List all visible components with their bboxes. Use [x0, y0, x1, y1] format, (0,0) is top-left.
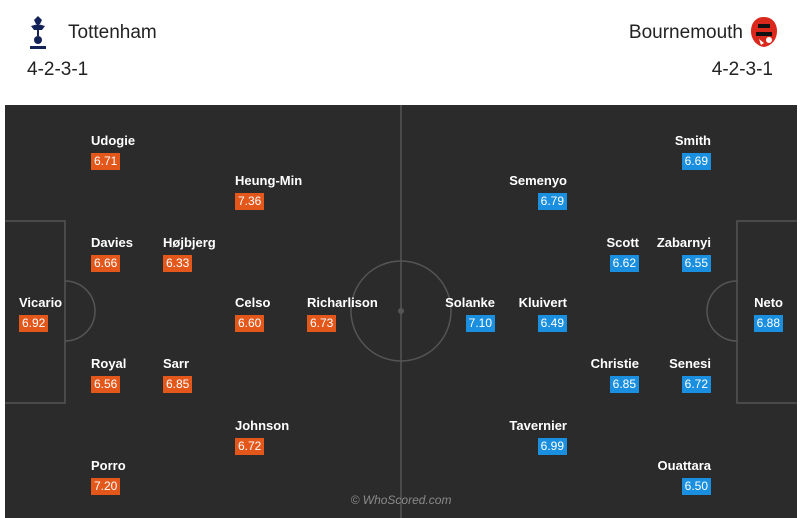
player-solanke[interactable]: Solanke 7.10: [415, 295, 495, 337]
player-rating-badge: 7.36: [235, 193, 265, 210]
player-royal[interactable]: Royal 6.56: [91, 356, 171, 398]
pitch-markings: [5, 105, 797, 518]
player-rating-badge: 6.99: [537, 438, 567, 455]
away-team-name: Bournemouth: [628, 22, 743, 43]
player-rating-badge: 6.73: [307, 315, 337, 332]
player-davies[interactable]: Davies 6.66: [91, 235, 171, 277]
player-porro[interactable]: Porro 7.20: [91, 458, 171, 500]
player-name: Udogie: [91, 133, 136, 148]
player-neto[interactable]: Neto 6.88: [703, 295, 783, 337]
player-smith[interactable]: Smith 6.69: [631, 133, 711, 175]
player-name: Richarlison: [307, 295, 378, 310]
player-name: Højbjerg: [163, 235, 216, 250]
player-heung-min[interactable]: Heung-Min 7.36: [235, 173, 315, 215]
player-name: Solanke: [445, 295, 495, 310]
player-rating-badge: 6.33: [163, 255, 193, 272]
player-rating-badge: 6.55: [681, 255, 711, 272]
player-semenyo[interactable]: Semenyo 6.79: [487, 173, 567, 215]
player-name: Christie: [590, 356, 639, 371]
player-name: Senesi: [669, 356, 711, 371]
player-name: Kluivert: [518, 295, 567, 310]
whoscored-watermark: © WhoScored.com: [350, 493, 452, 507]
player-rating-badge: 7.20: [91, 478, 121, 495]
player-name: Royal: [91, 356, 127, 371]
player-name: Porro: [91, 458, 126, 473]
player-rating-badge: 6.56: [91, 376, 121, 393]
player-rating-badge: 6.71: [91, 153, 121, 170]
player-name: Sarr: [163, 356, 190, 371]
player-sarr[interactable]: Sarr 6.85: [163, 356, 243, 398]
player-name: Zabarnyi: [656, 235, 711, 250]
player-rating-badge: 6.79: [537, 193, 567, 210]
player-kluivert[interactable]: Kluivert 6.49: [487, 295, 567, 337]
player-zabarnyi[interactable]: Zabarnyi 6.55: [631, 235, 711, 277]
player-name: Heung-Min: [235, 173, 303, 188]
player-rating-badge: 6.72: [681, 376, 711, 393]
player-celso[interactable]: Celso 6.60: [235, 295, 315, 337]
player-name: Tavernier: [509, 418, 567, 433]
player-richarlison[interactable]: Richarlison 6.73: [307, 295, 387, 337]
player-rating-badge: 6.88: [753, 315, 783, 332]
player-rating-badge: 6.66: [91, 255, 121, 272]
player-rating-badge: 6.50: [681, 478, 711, 495]
player-rating-badge: 6.60: [235, 315, 265, 332]
player-rating-badge: 6.92: [19, 315, 49, 332]
player-rating-badge: 6.69: [681, 153, 711, 170]
player-udogie[interactable]: Udogie 6.71: [91, 133, 171, 175]
player-name: Scott: [606, 235, 640, 250]
player-vicario[interactable]: Vicario 6.92: [19, 295, 99, 337]
home-team-name: Tottenham: [68, 22, 157, 43]
player-name: Neto: [754, 295, 783, 310]
player-rating-badge: 7.10: [465, 315, 495, 332]
player-name: Semenyo: [509, 173, 567, 188]
player-senesi[interactable]: Senesi 6.72: [631, 356, 711, 398]
player-rating-badge: 6.85: [609, 376, 639, 393]
player-ouattara[interactable]: Ouattara 6.50: [631, 458, 711, 500]
player-name: Smith: [674, 133, 711, 148]
match-header: Tottenham 4-2-3-1 Bournemouth 4-2-3-1: [0, 0, 800, 100]
player-johnson[interactable]: Johnson 6.72: [235, 418, 315, 460]
player-christie[interactable]: Christie 6.85: [559, 356, 639, 398]
player-tavernier[interactable]: Tavernier 6.99: [487, 418, 567, 460]
away-formation: 4-2-3-1: [711, 59, 773, 80]
player-name: Davies: [91, 235, 133, 250]
player-name: Celso: [235, 295, 271, 310]
player-rating-badge: 6.62: [609, 255, 639, 272]
player-hojbjerg[interactable]: Højbjerg 6.33: [163, 235, 243, 277]
home-formation: 4-2-3-1: [27, 59, 89, 80]
player-name: Ouattara: [657, 458, 711, 473]
player-scott[interactable]: Scott 6.62: [559, 235, 639, 277]
player-rating-badge: 6.72: [235, 438, 265, 455]
bournemouth-crest-icon: [750, 16, 778, 48]
player-rating-badge: 6.49: [537, 315, 567, 332]
pitch: Udogie 6.71 Heung-Min 7.36 Davies 6.66 H…: [5, 105, 797, 518]
tottenham-crest-icon: [27, 14, 49, 50]
player-name: Vicario: [19, 295, 63, 310]
player-name: Johnson: [235, 418, 290, 433]
player-rating-badge: 6.85: [163, 376, 193, 393]
